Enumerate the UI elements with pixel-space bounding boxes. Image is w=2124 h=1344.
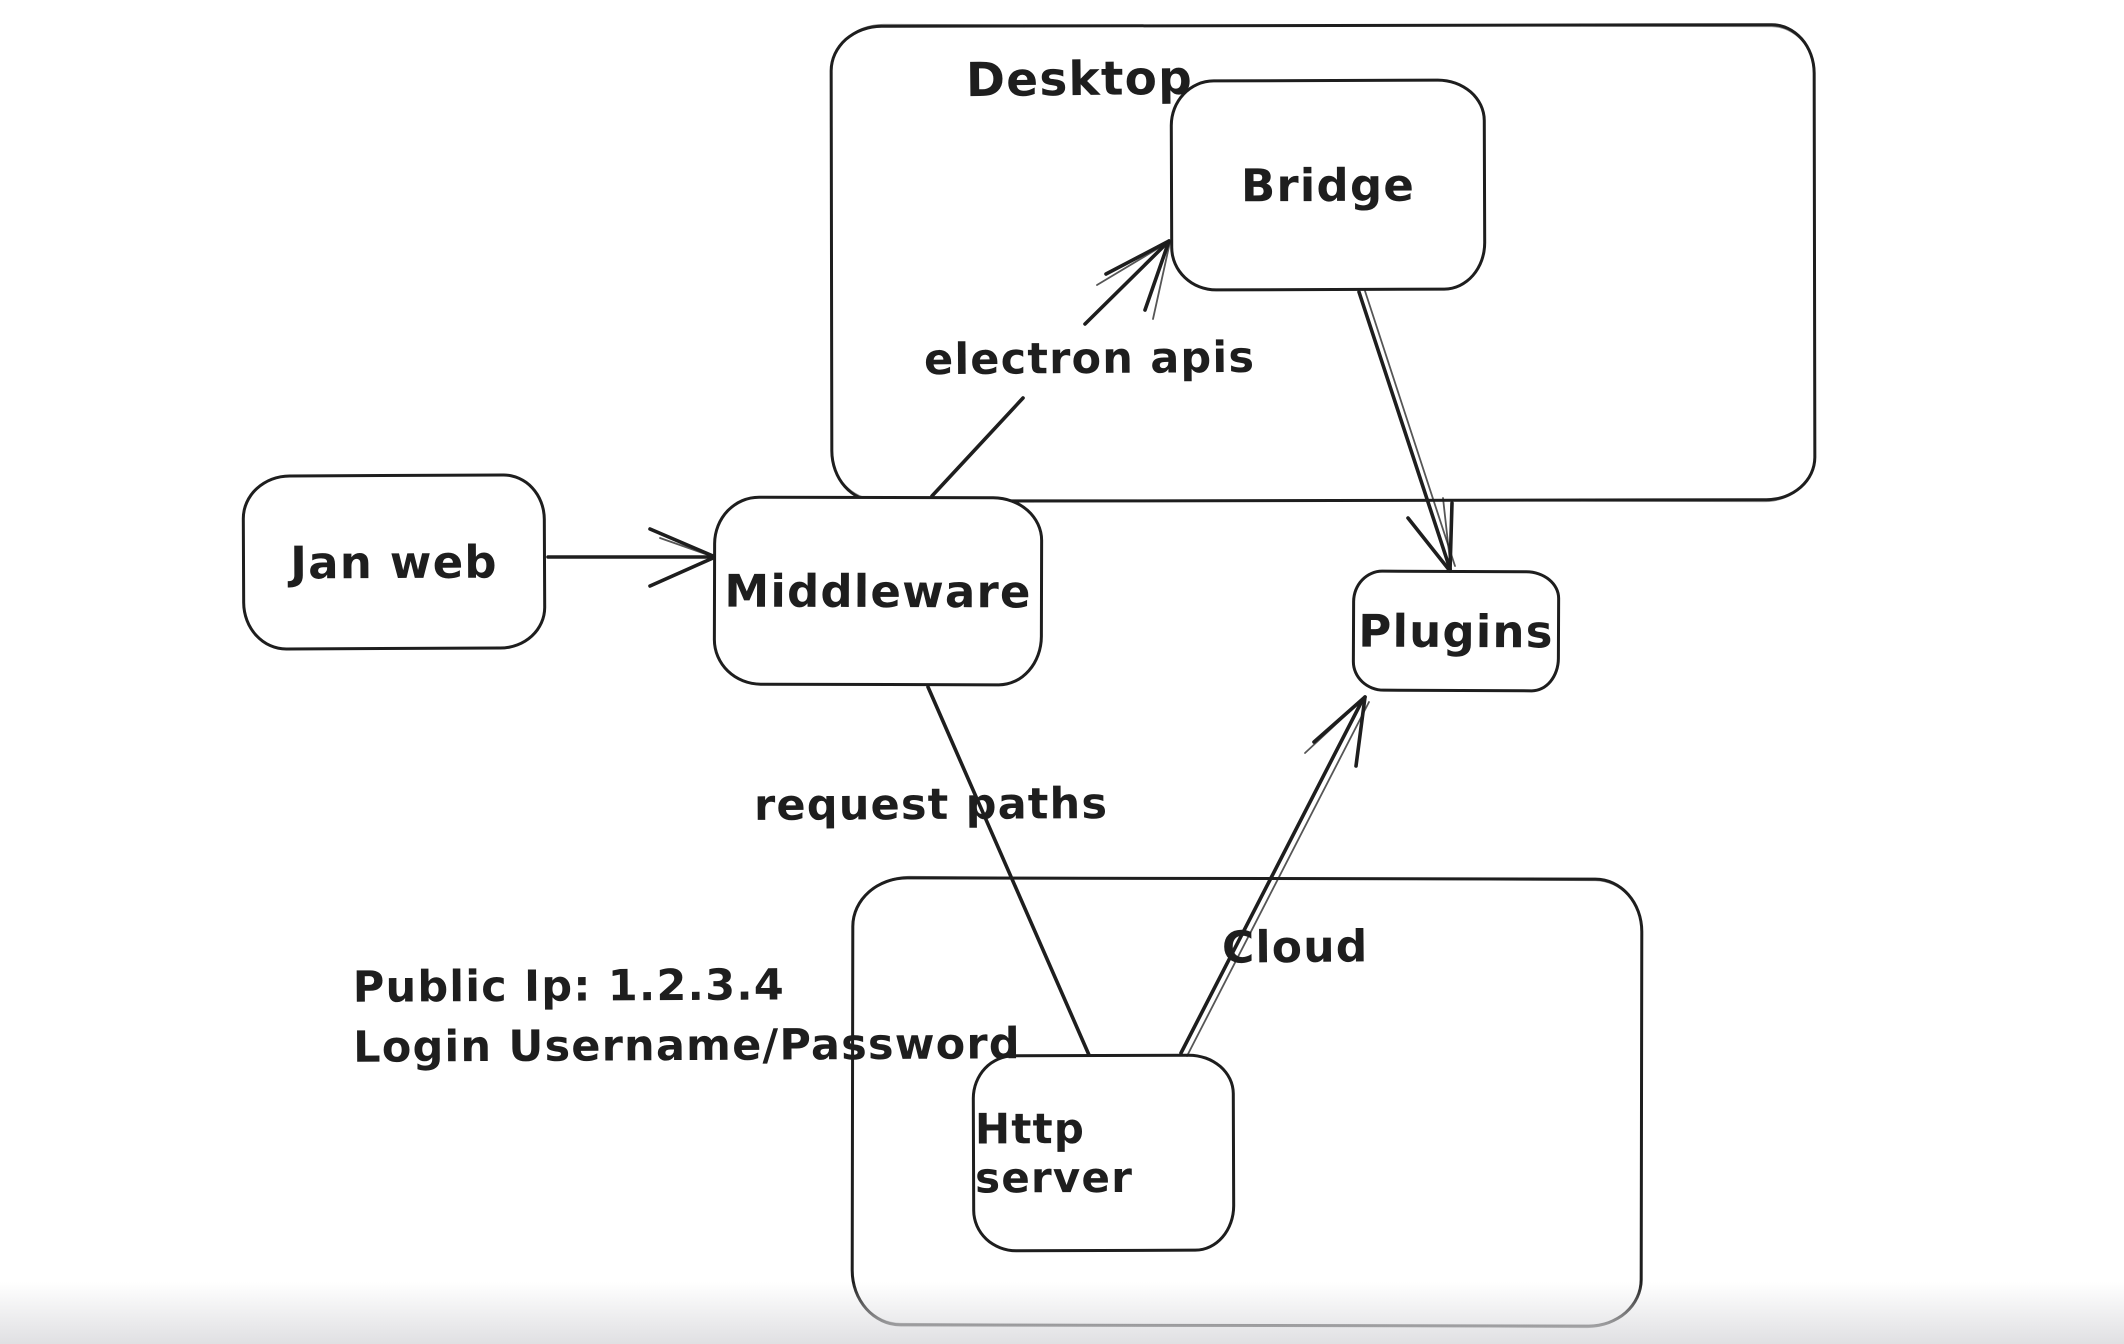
node-label-jan-web: Jan web bbox=[290, 535, 498, 589]
edge-label-request-paths: request paths bbox=[753, 779, 1109, 831]
node-plugins: Plugins bbox=[1351, 569, 1561, 693]
arrow-jan-web-to-middleware bbox=[546, 527, 715, 588]
page-bottom-fade bbox=[0, 1282, 2124, 1344]
node-label-middleware: Middleware bbox=[724, 564, 1032, 618]
node-middleware: Middleware bbox=[712, 495, 1044, 687]
node-jan-web: Jan web bbox=[241, 473, 547, 651]
edge-label-electron-apis: electron apis bbox=[923, 332, 1256, 386]
node-http-server: Http server bbox=[971, 1053, 1236, 1253]
node-label-plugins: Plugins bbox=[1358, 604, 1554, 658]
container-label-desktop: Desktop bbox=[965, 50, 1194, 109]
annotation-credentials: Public Ip: 1.2.3.4 Login Username/Passwo… bbox=[353, 954, 1021, 1077]
node-bridge: Bridge bbox=[1169, 78, 1487, 292]
container-label-cloud: Cloud bbox=[1221, 921, 1369, 974]
annotation-public-ip: Public Ip: 1.2.3.4 bbox=[352, 960, 786, 1013]
node-label-http-server: Http server bbox=[974, 1104, 1134, 1203]
node-label-bridge: Bridge bbox=[1240, 158, 1416, 212]
annotation-login: Login Username/Password bbox=[353, 1019, 1021, 1073]
